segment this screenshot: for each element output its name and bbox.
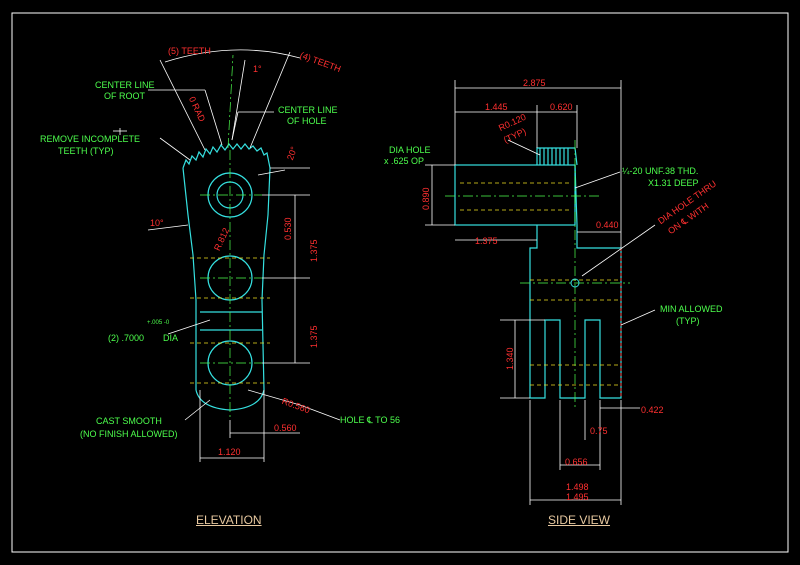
dim-1375-lower: 1.375 [309,325,319,348]
dim-1120: 1.120 [218,447,241,457]
thread-note-line1: ¼-20 UNF.38 THD. [622,166,699,176]
angle-one-label: 1° [253,64,262,74]
side-view-outline [454,147,622,399]
remove-teeth-note-line2: TEETH (TYP) [58,146,114,156]
dim-2875: 2.875 [523,78,546,88]
dim-1498: 1.498 [566,482,589,492]
dia-hole-note-line2: x .625 OP [384,156,425,166]
remove-teeth-note-line1: REMOVE INCOMPLETE [40,134,141,144]
dim-0440: 0.440 [596,220,619,230]
sheet-border [11,12,789,553]
side-view-title: SIDE VIEW [548,513,611,527]
elevation-part-outline [182,142,271,411]
dim-1445: 1.445 [485,102,508,112]
elevation-hidden-lines [190,257,270,384]
dim-1375-side: 1.375 [475,236,498,246]
hole-dia-suffix: DIA [163,333,179,343]
dim-0530: 0.530 [283,217,293,240]
side-view-hidden-lines [460,182,621,386]
cast-smooth-note-line1: CAST SMOOTH [96,416,162,426]
center-root-note-line1: CENTER LINE [95,80,155,90]
elevation-center-lines [200,54,262,420]
side-view-cross-hole [570,278,580,288]
dim-0656: 0.656 [565,457,588,467]
dim-0620: 0.620 [550,102,573,112]
dim-075: 0.75 [590,426,608,436]
elevation-title: ELEVATION [196,513,262,527]
min-allowed-note-line2: (TYP) [676,316,700,326]
dim-1340: 1.340 [505,347,515,370]
elevation-dimension-lines [199,167,310,462]
cast-smooth-note-line2: (NO FINISH ALLOWED) [80,429,178,439]
side-view-dimension-lines [425,80,656,505]
thread-note-line2: X1.31 DEEP [648,178,699,188]
elevation-leader-lines [113,49,341,421]
center-hole-note-line2: OF HOLE [287,116,327,126]
center-hole-note-line1: CENTER LINE [278,105,338,115]
dim-0890: 0.890 [421,187,431,210]
hole-dia-prefix: (2) .7000 [108,333,145,343]
dim-0560: 0.560 [274,423,297,433]
teeth-left-label: (5) TEETH [168,46,211,56]
dia-hole-note-line1: DIA HOLE [389,145,431,155]
min-allowed-note-line1: MIN ALLOWED [660,304,723,314]
dim-1495: 1.495 [566,492,589,502]
hole-center-note: HOLE ℄ TO 56 [340,415,400,425]
dim-0422: 0.422 [641,405,664,415]
hole-dia-tolerance: +.005 -0 [147,320,170,326]
side-view-center-lines [445,140,630,410]
angle-ten-label: 10° [150,218,164,228]
dim-1375-upper: 1.375 [309,239,319,262]
center-root-note-line2: OF ROOT [104,91,145,101]
